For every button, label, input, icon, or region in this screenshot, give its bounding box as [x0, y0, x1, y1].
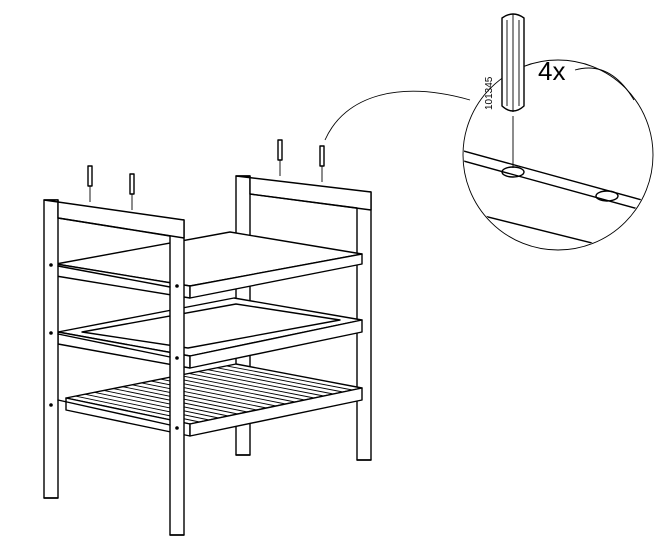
dowel-hole-icon [595, 190, 619, 202]
bottom-slatted-shelf [65, 363, 363, 437]
part-number: 101345 [484, 76, 495, 110]
shelf-slat [179, 374, 305, 401]
screw-mark [175, 426, 179, 430]
quantity-leader [574, 67, 635, 101]
shelf-slat [207, 369, 334, 395]
screw-mark [175, 284, 179, 288]
shelf-slat [217, 367, 343, 393]
front-side-frame [43, 199, 185, 536]
shelf-slat [169, 376, 296, 403]
callout-board [464, 149, 652, 249]
screw-mark [49, 331, 53, 335]
detail-callout: 101345 4x [324, 13, 654, 251]
dowels-on-frames [87, 139, 325, 210]
dowel-icon [87, 165, 93, 187]
shelf-slat [188, 373, 315, 399]
screw-mark [49, 263, 53, 267]
shelf-slat [198, 371, 324, 397]
dowel-icon [129, 173, 135, 195]
top-shelf [55, 231, 363, 299]
wooden-dowel-icon [501, 13, 525, 112]
shelf-slat [132, 384, 257, 411]
screw-mark [49, 403, 53, 407]
screw-marks [49, 263, 179, 430]
shelf-slat [226, 365, 353, 391]
shelf-slat [103, 390, 229, 417]
shelf-slat [122, 386, 248, 413]
callout-circle [462, 59, 654, 251]
quantity-label: 4x [538, 56, 565, 86]
middle-shelf-frame [57, 297, 363, 369]
shelf-slat [141, 382, 267, 409]
shelf-slat [94, 391, 219, 419]
callout-leader-line [324, 90, 471, 141]
dowel-icon [277, 139, 283, 161]
screw-mark [175, 356, 179, 360]
dowel-icon [319, 145, 325, 167]
shelf-slat [84, 393, 210, 421]
